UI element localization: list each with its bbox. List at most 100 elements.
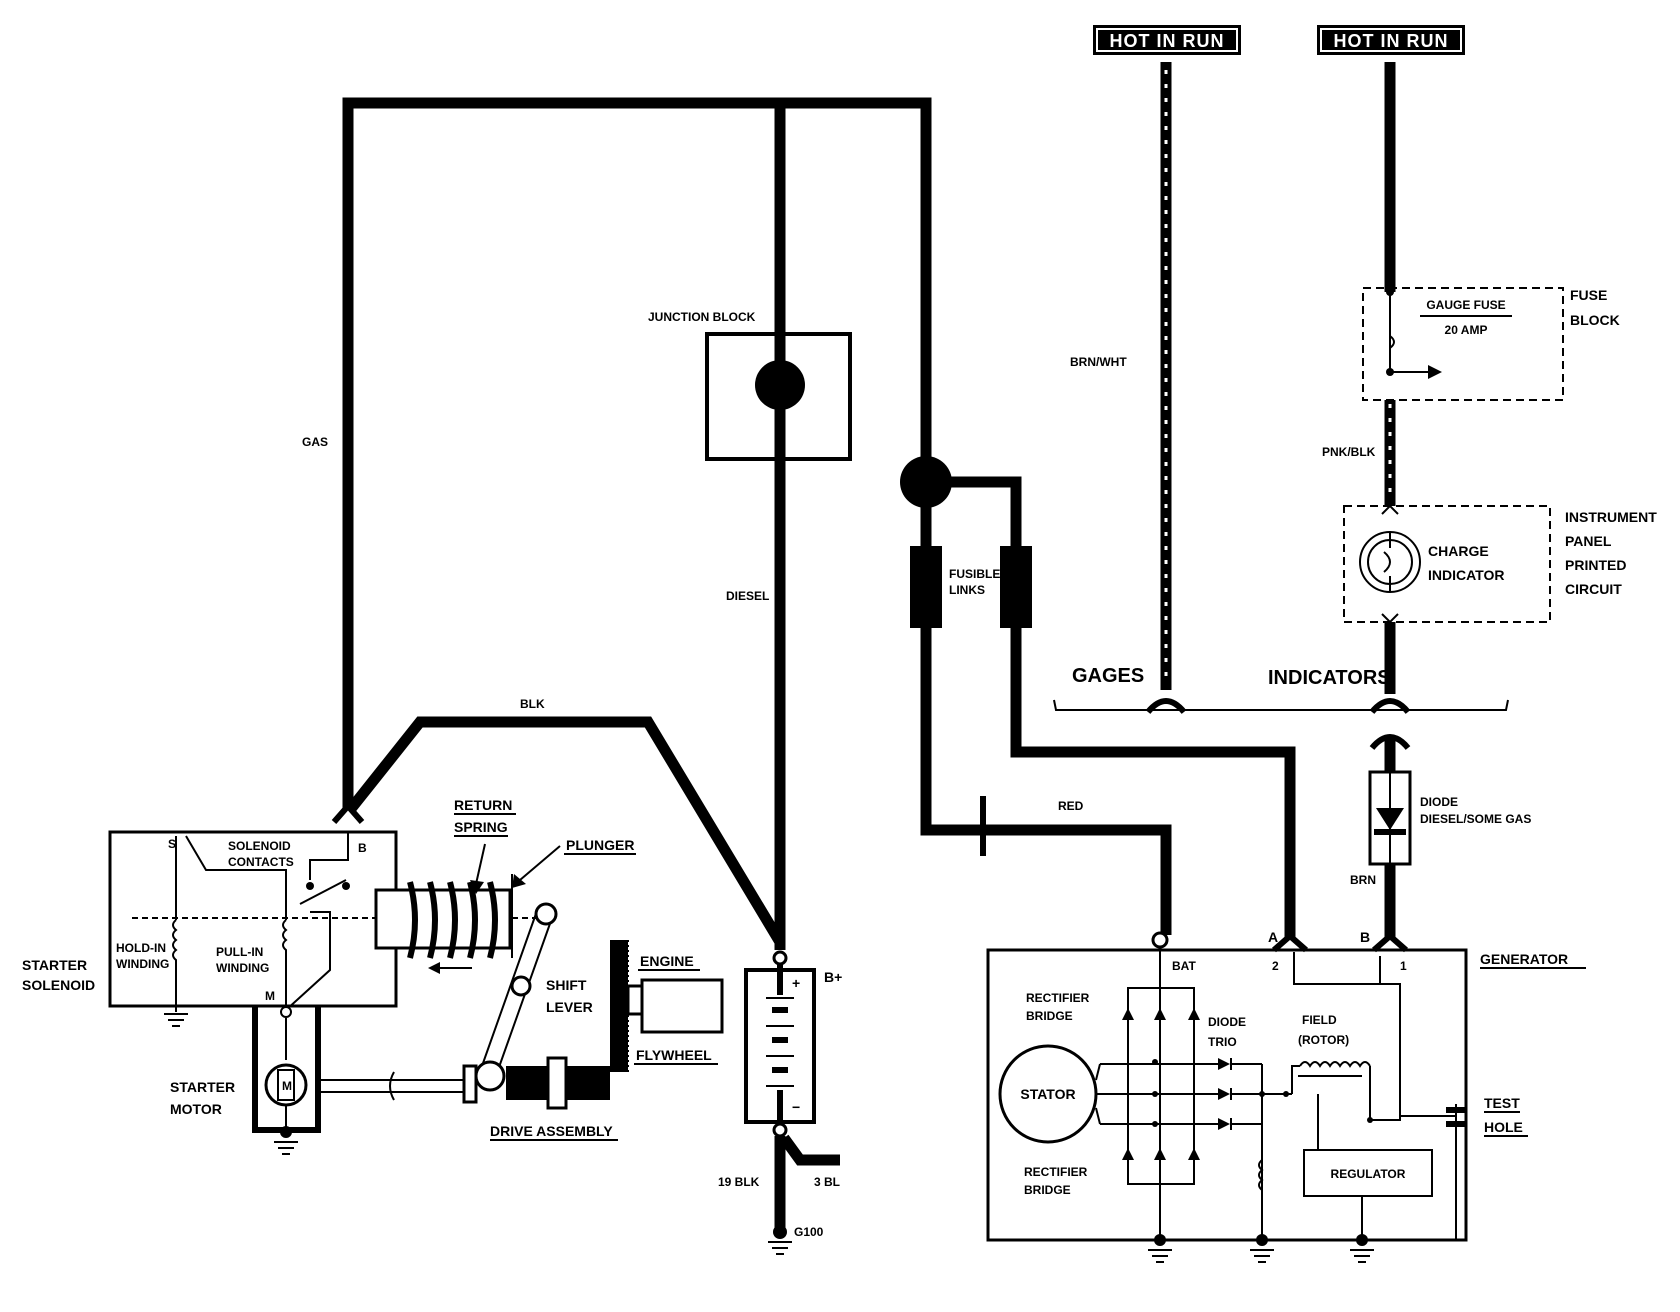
brn-wht-label: BRN/WHT — [1070, 355, 1127, 369]
solenoid-b-label: B — [358, 841, 367, 855]
red-wire-label: RED — [1058, 799, 1084, 813]
field-label-2: (ROTOR) — [1298, 1033, 1349, 1047]
starter-motor-label-1: STARTER — [170, 1079, 235, 1095]
brn-wht-wire: BRN/WHT — [1070, 62, 1187, 715]
starter-motor-label-2: MOTOR — [170, 1101, 222, 1117]
fuse-block-label-1: FUSE — [1570, 287, 1607, 303]
svg-text:+: + — [792, 975, 800, 991]
rectifier-diodes — [1122, 988, 1200, 1184]
flywheel-label: FLYWHEEL — [636, 1047, 712, 1063]
ground-label: G100 — [794, 1225, 824, 1239]
plunger-assembly: RETURN SPRING PLUNGER — [374, 797, 636, 974]
starter-motor-symbol: M — [282, 1079, 292, 1093]
connector-bus: GAGES INDICATORS — [1053, 665, 1509, 711]
diode-trio-label-2: TRIO — [1208, 1035, 1237, 1049]
brn-label: BRN — [1350, 873, 1376, 887]
charge-indicator-label-1: CHARGE — [1428, 543, 1489, 559]
hold-in-label-2: WINDING — [116, 957, 169, 971]
instrument-panel-label-3: PRINTED — [1565, 557, 1626, 573]
solenoid-s-label: S — [168, 837, 176, 851]
hot-in-run-right: HOT IN RUN — [1317, 25, 1465, 55]
pnk-blk-label: PNK/BLK — [1322, 445, 1376, 459]
instrument-panel-circuit: CHARGE INDICATOR INSTRUMENT PANEL PRINTE… — [1343, 504, 1657, 624]
pin-1-label: 1 — [1400, 959, 1407, 973]
rectifier-label-2a: RECTIFIER — [1024, 1165, 1088, 1179]
fusible-link-1 — [910, 546, 942, 628]
solenoid-contacts-label-1: SOLENOID — [228, 839, 291, 853]
return-spring-label-2: SPRING — [454, 819, 508, 835]
solenoid-m-label: M — [265, 989, 275, 1003]
indicators-label: INDICATORS — [1268, 667, 1391, 689]
junction-block: JUNCTION BLOCK — [648, 310, 852, 461]
rectifier-label-1a: RECTIFIER — [1026, 991, 1090, 1005]
instrument-panel-label-4: CIRCUIT — [1565, 581, 1622, 597]
starter-motor: M STARTER MOTOR — [170, 1006, 321, 1155]
shift-lever-label-2: LEVER — [546, 999, 593, 1015]
generator: GENERATOR BAT A B 2 1 — [986, 929, 1586, 1263]
gages-label: GAGES — [1072, 665, 1144, 687]
diode-label-2: DIESEL/SOME GAS — [1420, 812, 1531, 826]
junction-block-label: JUNCTION BLOCK — [648, 310, 756, 324]
pull-in-label-2: WINDING — [216, 961, 269, 975]
rectifier-label-1b: BRIDGE — [1026, 1009, 1073, 1023]
shift-lever-label-1: SHIFT — [546, 977, 587, 993]
starter-solenoid-label-1: STARTER — [22, 957, 87, 973]
brn-diode-wire: DIODE DIESEL/SOME GAS BRN — [1350, 734, 1531, 940]
generator-grounds — [1148, 1234, 1374, 1263]
test-hole-label-2: HOLE — [1484, 1119, 1523, 1135]
field-label-1: FIELD — [1302, 1013, 1337, 1027]
term-b-label: B — [1360, 929, 1370, 945]
drive-assembly: DRIVE ASSEMBLY — [318, 1056, 618, 1141]
diode-label-1: DIODE — [1420, 795, 1458, 809]
hot-in-run-left-label: HOT IN RUN — [1110, 31, 1225, 51]
flywheel-engine: ENGINE FLYWHEEL — [610, 940, 724, 1072]
fusible-links-label-1: FUSIBLE — [949, 567, 1000, 581]
instrument-panel-label-2: PANEL — [1565, 533, 1612, 549]
fuse-block-label-2: BLOCK — [1570, 312, 1620, 328]
bat-terminal-label: BAT — [1172, 959, 1196, 973]
main-power-wires — [342, 97, 1296, 950]
engine-label: ENGINE — [640, 953, 694, 969]
fusible-link-2 — [1000, 546, 1032, 628]
starter-solenoid-label-2: SOLENOID — [22, 977, 95, 993]
indicator-connector — [1369, 698, 1411, 715]
battery: + − B+ 19 BLK 3 BL G100 — [718, 950, 842, 1255]
drive-assembly-label: DRIVE ASSEMBLY — [490, 1123, 613, 1139]
fuse-block: GAUGE FUSE 20 AMP FUSE BLOCK — [1362, 287, 1620, 401]
test-hole-label-1: TEST — [1484, 1095, 1520, 1111]
diesel-wire-label: DIESEL — [726, 589, 769, 603]
pnk-blk-wire: PNK/BLK — [1322, 400, 1396, 506]
splice-dot — [900, 456, 952, 508]
shift-lever: SHIFT LEVER — [474, 902, 593, 1092]
pull-in-label-1: PULL-IN — [216, 945, 263, 959]
charge-indicator-label-2: INDICATOR — [1428, 567, 1504, 583]
battery-terminal-label: B+ — [824, 969, 842, 985]
gauge-feed-wire — [1384, 62, 1442, 379]
plunger-label: PLUNGER — [566, 837, 634, 853]
gas-wire-label: GAS — [302, 435, 328, 449]
stator-label: STATOR — [1020, 1086, 1075, 1102]
regulator-label: REGULATOR — [1331, 1167, 1406, 1181]
gauge-fuse-rating: 20 AMP — [1445, 323, 1488, 337]
return-spring-label-1: RETURN — [454, 797, 512, 813]
hot-in-run-left: HOT IN RUN — [1093, 25, 1241, 55]
svg-text:−: − — [792, 1099, 800, 1115]
instrument-panel-label-1: INSTRUMENT — [1565, 509, 1657, 525]
solenoid-b-connector — [331, 801, 365, 824]
bl3-label: 3 BL — [814, 1175, 840, 1189]
term-a-label: A — [1268, 929, 1278, 945]
diode-trio-label-1: DIODE — [1208, 1015, 1246, 1029]
diode-trio — [1218, 1058, 1292, 1240]
hot-in-run-right-label: HOT IN RUN — [1334, 31, 1449, 51]
rectifier-label-2b: BRIDGE — [1024, 1183, 1071, 1197]
hold-in-label-1: HOLD-IN — [116, 941, 166, 955]
solenoid-contacts-label-2: CONTACTS — [228, 855, 294, 869]
blk19-label: 19 BLK — [718, 1175, 760, 1189]
pin-2-label: 2 — [1272, 959, 1279, 973]
gauge-fuse-label: GAUGE FUSE — [1426, 298, 1505, 312]
blk-wire-label: BLK — [520, 697, 545, 711]
generator-label: GENERATOR — [1480, 951, 1568, 967]
fusible-links-label-2: LINKS — [949, 583, 985, 597]
